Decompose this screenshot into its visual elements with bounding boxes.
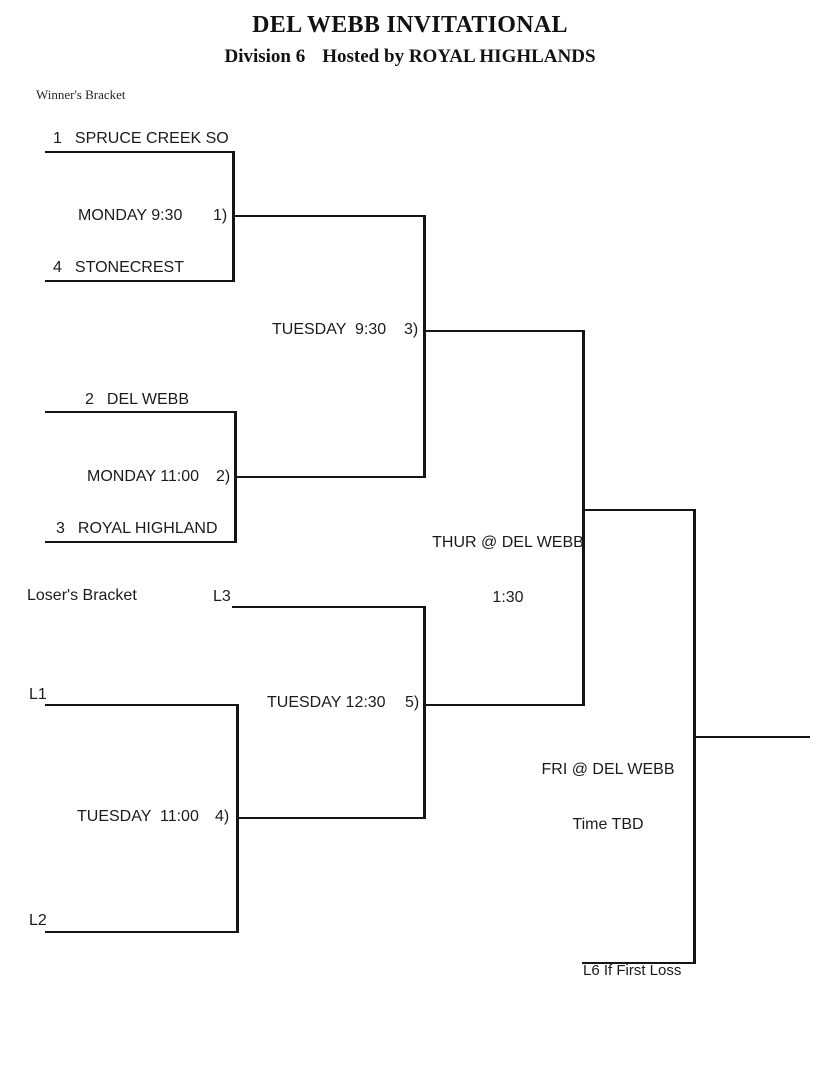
l3-label: L3: [213, 588, 231, 605]
losers-bracket-label: Loser's Bracket: [27, 587, 137, 604]
game5-number: 5): [405, 694, 420, 711]
team-spruce-creek-line: [45, 151, 235, 153]
game4-winner-line: [236, 817, 425, 819]
team-seed: 3: [56, 520, 65, 537]
page-subtitle: Division 6 Hosted by ROYAL HIGHLANDS: [0, 46, 820, 68]
championship-schedule: FRI @ DEL WEBB: [541, 760, 675, 778]
semifinal-time: 1:30: [492, 588, 524, 606]
game2-schedule: MONDAY 11:00: [87, 468, 200, 485]
team-row-stonecrest: 4 STONECREST: [53, 259, 184, 277]
semifinal-block: THUR @ DEL WEBB 1:30: [432, 501, 584, 640]
team-name: ROYAL HIGHLAND: [77, 520, 218, 537]
game1-winner-line: [232, 215, 425, 217]
team-seed: 2: [85, 391, 94, 408]
championship-time: Time TBD: [572, 815, 644, 833]
l2-label: L2: [29, 912, 47, 929]
l6-feeder-line: [582, 962, 695, 964]
team-name: SPRUCE CREEK SO: [74, 130, 229, 147]
team-royal-highland-line: [45, 541, 236, 543]
l1-label: L1: [29, 686, 47, 703]
game4-schedule: TUESDAY 11:00: [77, 808, 199, 825]
game1-number: 1): [213, 207, 228, 224]
page-header: DEL WEBB INVITATIONAL Division 6 Hosted b…: [0, 12, 820, 68]
team-del-webb-line: [45, 411, 236, 413]
team-seed: 4: [53, 259, 62, 276]
game2-number: 2): [216, 468, 231, 485]
team-seed: 1: [53, 130, 62, 147]
team-name: STONECREST: [74, 259, 184, 276]
game3-winner-line: [423, 330, 584, 332]
semifinal-winner-line: [582, 509, 695, 511]
winners-bracket-label: Winner's Bracket: [36, 87, 126, 102]
division-label: Division 6: [224, 46, 306, 67]
l3-feeder-line: [232, 606, 425, 608]
team-stonecrest-line: [45, 280, 235, 282]
host-label: Hosted by ROYAL HIGHLANDS: [322, 46, 596, 67]
game5-vertical-connector: [423, 606, 426, 819]
team-row-del-webb: 2 DEL WEBB: [85, 391, 189, 409]
game5-schedule: TUESDAY 12:30: [267, 694, 386, 711]
team-row-spruce-creek: 1 SPRUCE CREEK SO: [53, 130, 229, 148]
l6-note: L6 If First Loss: [583, 962, 682, 979]
championship-block: FRI @ DEL WEBB Time TBD: [528, 728, 688, 867]
game5-winner-line: [423, 704, 584, 706]
game2-winner-line: [234, 476, 425, 478]
game3-number: 3): [404, 321, 419, 338]
team-name: DEL WEBB: [106, 391, 189, 408]
page-title: DEL WEBB INVITATIONAL: [252, 12, 568, 38]
championship-winner-line: [693, 736, 810, 738]
game3-schedule: TUESDAY 9:30: [272, 321, 387, 338]
game1-schedule: MONDAY 9:30: [78, 207, 183, 224]
team-row-royal-highland: 3 ROYAL HIGHLAND: [56, 520, 218, 538]
l2-feeder-line: [45, 931, 238, 933]
game4-number: 4): [215, 808, 230, 825]
game3-vertical-connector: [423, 215, 426, 478]
semifinal-vertical-connector: [582, 330, 585, 706]
l1-feeder-line: [45, 704, 238, 706]
semifinal-schedule: THUR @ DEL WEBB: [432, 533, 584, 551]
